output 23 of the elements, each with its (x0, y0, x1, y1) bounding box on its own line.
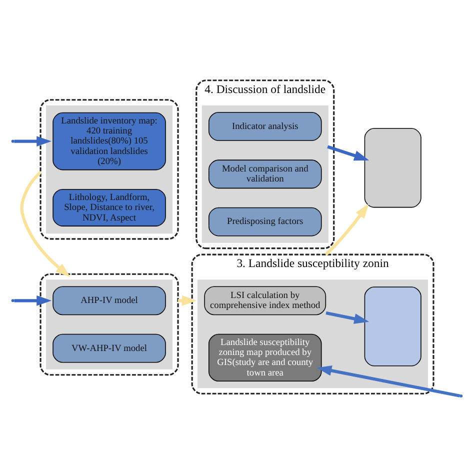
cluster (202, 105, 328, 243)
cluster (198, 280, 428, 388)
node-box: Predisposing factors (208, 207, 322, 236)
cluster (40, 273, 179, 376)
arrow (14, 295, 52, 306)
node-box: Lithology, Landform, Slope, Distance to river, NDVI, Aspect (52, 188, 166, 226)
cluster (46, 105, 173, 234)
node-box (364, 128, 422, 208)
node-box: Model comparison and validation (208, 160, 322, 189)
node-box: Landslide inventory map: 420 training landslides(80%) 105 validation landslides (20%) (52, 112, 166, 170)
node-box: LSI calculation by comprehensive index method (204, 286, 326, 316)
node-box: Indicator analysis (208, 112, 322, 141)
arrow (316, 365, 460, 398)
cluster (40, 99, 179, 240)
node-box: Landslide susceptibility zoning map produced by GIS(study are and county town area (208, 334, 322, 382)
arrow (20, 171, 70, 278)
arrow (327, 145, 370, 161)
arrow (14, 136, 52, 147)
node-box: VW-AHP-IV model (52, 334, 166, 363)
node-box (364, 286, 422, 366)
node-box: AHP-IV model (52, 286, 166, 316)
cluster (46, 280, 173, 370)
arrow (326, 311, 370, 324)
